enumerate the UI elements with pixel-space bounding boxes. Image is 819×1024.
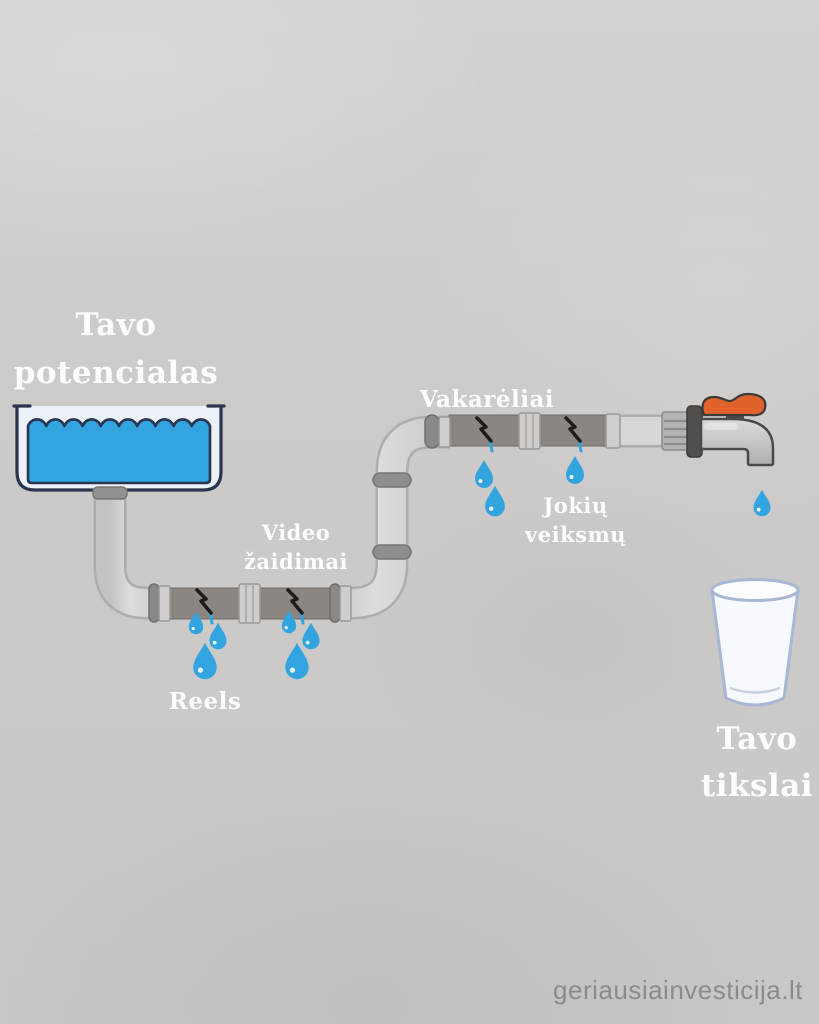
label-potential: Tavo potencialas [13, 307, 219, 392]
water-drop-icon [753, 489, 771, 517]
valve-handle-icon [701, 392, 767, 417]
label-video-games: Video žaidimai [244, 520, 348, 574]
pipe-collars [92, 412, 621, 624]
label-no-action: Jokių veiksmų [525, 493, 626, 547]
water-drop-icon [566, 456, 584, 484]
water-drop-icon [209, 622, 227, 650]
faucet-icon [661, 392, 775, 467]
label-parties: Vakarėliai [419, 386, 555, 413]
label-reels: Reels [168, 688, 242, 715]
water-drop-icon [285, 642, 309, 680]
water-drop-icon [193, 642, 217, 680]
empty-glass-icon [710, 578, 800, 707]
faucet-body [699, 417, 775, 467]
label-goals: Tavo tikslai [700, 721, 814, 804]
water-drop-icon [475, 460, 493, 488]
water-drop-icon [485, 485, 505, 517]
water-drop-icon [302, 622, 320, 650]
water-tank-icon [12, 404, 226, 492]
footer-website: geriausiainvesticija.lt [553, 975, 803, 1005]
tank-water [26, 418, 212, 485]
pipe-segment-reels [165, 587, 241, 620]
